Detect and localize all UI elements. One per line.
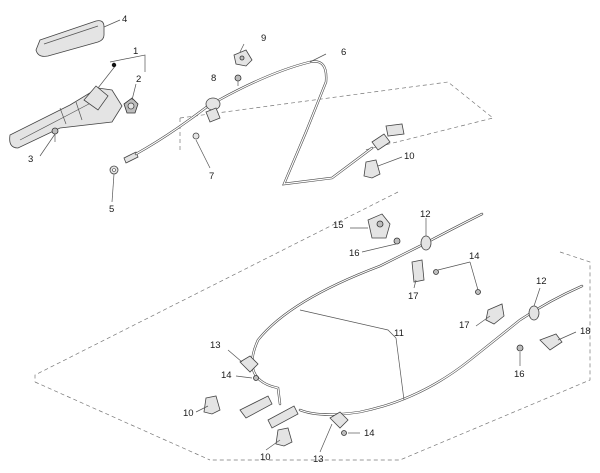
handle-grip bbox=[35, 20, 105, 57]
callout-16-lower: 16 bbox=[514, 369, 525, 380]
callout-9: 9 bbox=[261, 33, 266, 44]
bracket-bolts bbox=[253, 269, 481, 436]
callout-12-lower: 12 bbox=[536, 276, 547, 287]
callout-6: 6 bbox=[341, 47, 346, 58]
callout-1: 1 bbox=[133, 46, 138, 57]
callout-14-right: 14 bbox=[469, 251, 480, 262]
callout-labels: 4 1 2 3 5 6 7 8 9 10 11 12 12 13 13 14 1… bbox=[28, 14, 591, 465]
rear-brake-cables bbox=[239, 212, 584, 429]
adjuster-nut bbox=[109, 165, 119, 175]
callout-8: 8 bbox=[211, 73, 216, 84]
clip-bolt-16 bbox=[516, 344, 524, 352]
callout-16-upper: 16 bbox=[349, 248, 360, 259]
cable-bracket bbox=[233, 49, 253, 67]
callout-18: 18 bbox=[580, 326, 591, 337]
callout-11: 11 bbox=[394, 328, 404, 339]
callout-14-left: 14 bbox=[221, 370, 232, 381]
cable-grommet bbox=[192, 132, 200, 140]
cable-clip-upper bbox=[363, 159, 381, 179]
callout-2: 2 bbox=[136, 74, 141, 85]
callout-4: 4 bbox=[122, 14, 127, 25]
callout-10-bottom: 10 bbox=[260, 452, 271, 463]
callout-17-upper: 17 bbox=[408, 291, 419, 302]
switch-clip bbox=[123, 97, 139, 114]
callout-12-upper: 12 bbox=[420, 209, 431, 220]
callout-13-bottom: 13 bbox=[313, 454, 324, 465]
callout-3: 3 bbox=[28, 154, 33, 165]
callout-5: 5 bbox=[109, 204, 114, 215]
cable-clip-18 bbox=[539, 333, 563, 351]
callout-15: 15 bbox=[333, 220, 344, 231]
equalizer-bolt bbox=[393, 237, 401, 245]
callout-17-lower: 17 bbox=[459, 320, 470, 331]
cable-clip-lower bbox=[203, 395, 293, 447]
upper-group-outline bbox=[179, 81, 494, 151]
leader-lines bbox=[39, 19, 577, 453]
callout-10-left: 10 bbox=[183, 408, 194, 419]
callout-10-upper: 10 bbox=[404, 151, 415, 162]
cable-grommet-rear bbox=[420, 235, 540, 321]
front-brake-cable bbox=[123, 60, 405, 186]
callout-14-bottom: 14 bbox=[364, 428, 375, 439]
callout-7: 7 bbox=[209, 171, 214, 182]
lower-group-outline bbox=[34, 191, 591, 461]
cable-clamp bbox=[239, 355, 349, 429]
cable-bracket-rear bbox=[411, 259, 505, 325]
lever-bolt bbox=[51, 127, 59, 142]
equalizer-bracket bbox=[367, 213, 391, 239]
assembly-marker-dot bbox=[111, 62, 117, 68]
bracket-bolt bbox=[234, 74, 242, 86]
callout-13-left: 13 bbox=[210, 340, 221, 351]
hand-brake-lever bbox=[9, 85, 123, 149]
